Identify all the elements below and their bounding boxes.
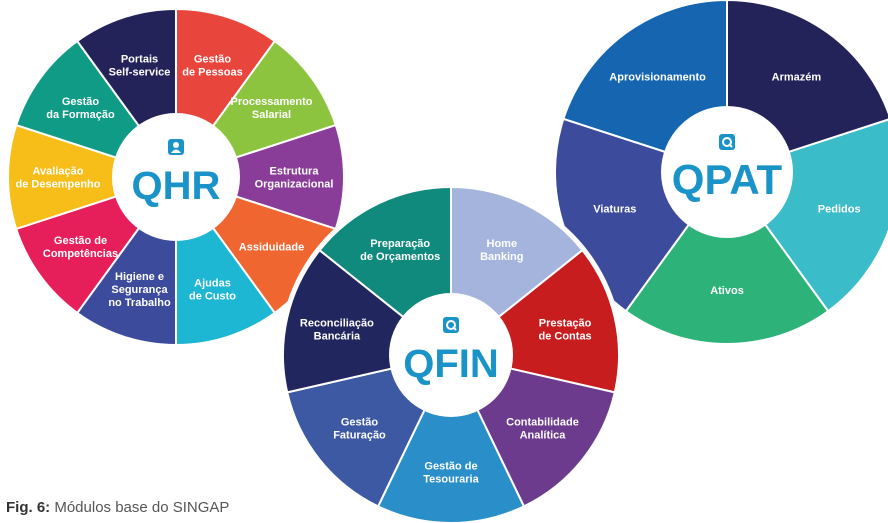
label-line: Pedidos bbox=[818, 204, 861, 216]
label-line: Processamento bbox=[231, 96, 313, 108]
label-line: Assiduidade bbox=[239, 241, 304, 253]
qfin-title: QFIN bbox=[403, 342, 499, 386]
label-line: Faturação bbox=[333, 429, 386, 441]
qpat-segment-ativos[interactable] bbox=[624, 170, 830, 345]
label-line: no Trabalho bbox=[108, 297, 171, 309]
qhr-title: QHR bbox=[132, 164, 221, 208]
qpat-label-pedidos: Pedidos bbox=[818, 204, 861, 216]
label-line: Ativos bbox=[710, 285, 744, 297]
label-line: Gestão bbox=[341, 416, 379, 428]
q-logo-icon bbox=[719, 134, 735, 150]
figure-caption: Fig. 6: Módulos base do SINGAP bbox=[6, 499, 229, 516]
qhr-segment-avaliacao-de-desempenho[interactable] bbox=[6, 123, 180, 231]
label-line: de Pessoas bbox=[182, 66, 243, 78]
label-line: Reconciliação bbox=[300, 318, 374, 330]
label-line: Gestão bbox=[62, 96, 100, 108]
label-line: Ajudas bbox=[194, 278, 231, 290]
label-line: Home bbox=[487, 238, 518, 250]
qfin-center bbox=[389, 293, 513, 417]
label-line: Segurança bbox=[111, 284, 168, 296]
qpat-label-viaturas: Viaturas bbox=[593, 204, 636, 216]
label-line: Portais bbox=[121, 53, 158, 65]
label-line: Bancária bbox=[314, 331, 361, 343]
label-line: Estrutura bbox=[270, 166, 320, 178]
label-line: de Desempenho bbox=[16, 179, 101, 191]
q-logo-icon bbox=[443, 317, 459, 333]
label-line: Tesouraria bbox=[423, 474, 479, 486]
qhr-label-assiduidade: Assiduidade bbox=[239, 241, 304, 253]
label-line: Gestão de bbox=[424, 461, 477, 473]
label-line: de Contas bbox=[539, 331, 592, 343]
label-line: Avaliação bbox=[33, 166, 84, 178]
qpat-center bbox=[661, 106, 793, 238]
label-line: Self-service bbox=[109, 66, 171, 78]
label-line: da Formação bbox=[46, 109, 115, 121]
label-line: Prestação bbox=[539, 318, 592, 330]
label-line: Higiene e bbox=[115, 271, 164, 283]
label-line: de Custo bbox=[189, 291, 236, 303]
label-line: de Orçamentos bbox=[360, 251, 440, 263]
qhr-center bbox=[112, 113, 240, 241]
label-line: Salarial bbox=[252, 109, 291, 121]
user-badge-icon bbox=[168, 139, 184, 155]
qpat-label-ativos: Ativos bbox=[710, 285, 744, 297]
label-line: Organizacional bbox=[255, 179, 334, 191]
label-line: Competências bbox=[43, 248, 118, 260]
qpat-title: QPAT bbox=[672, 156, 783, 203]
label-line: Contabilidade bbox=[506, 416, 579, 428]
label-line: Armazém bbox=[772, 72, 822, 84]
qpat-label-aprovisionamento: Aprovisionamento bbox=[609, 72, 706, 84]
qpat-label-armazem: Armazém bbox=[772, 72, 822, 84]
label-line: Viaturas bbox=[593, 204, 636, 216]
figure-caption-prefix: Fig. 6: bbox=[6, 499, 51, 516]
figure-caption-text: Módulos base do SINGAP bbox=[50, 499, 230, 516]
label-line: Aprovisionamento bbox=[609, 72, 706, 84]
label-line: Gestão bbox=[194, 53, 232, 65]
qhr-segment-estrutura-organizacional[interactable] bbox=[172, 123, 346, 231]
label-line: Banking bbox=[480, 251, 523, 263]
label-line: Preparação bbox=[370, 238, 430, 250]
label-line: Gestão de bbox=[54, 235, 107, 247]
label-line: Analítica bbox=[520, 429, 567, 441]
